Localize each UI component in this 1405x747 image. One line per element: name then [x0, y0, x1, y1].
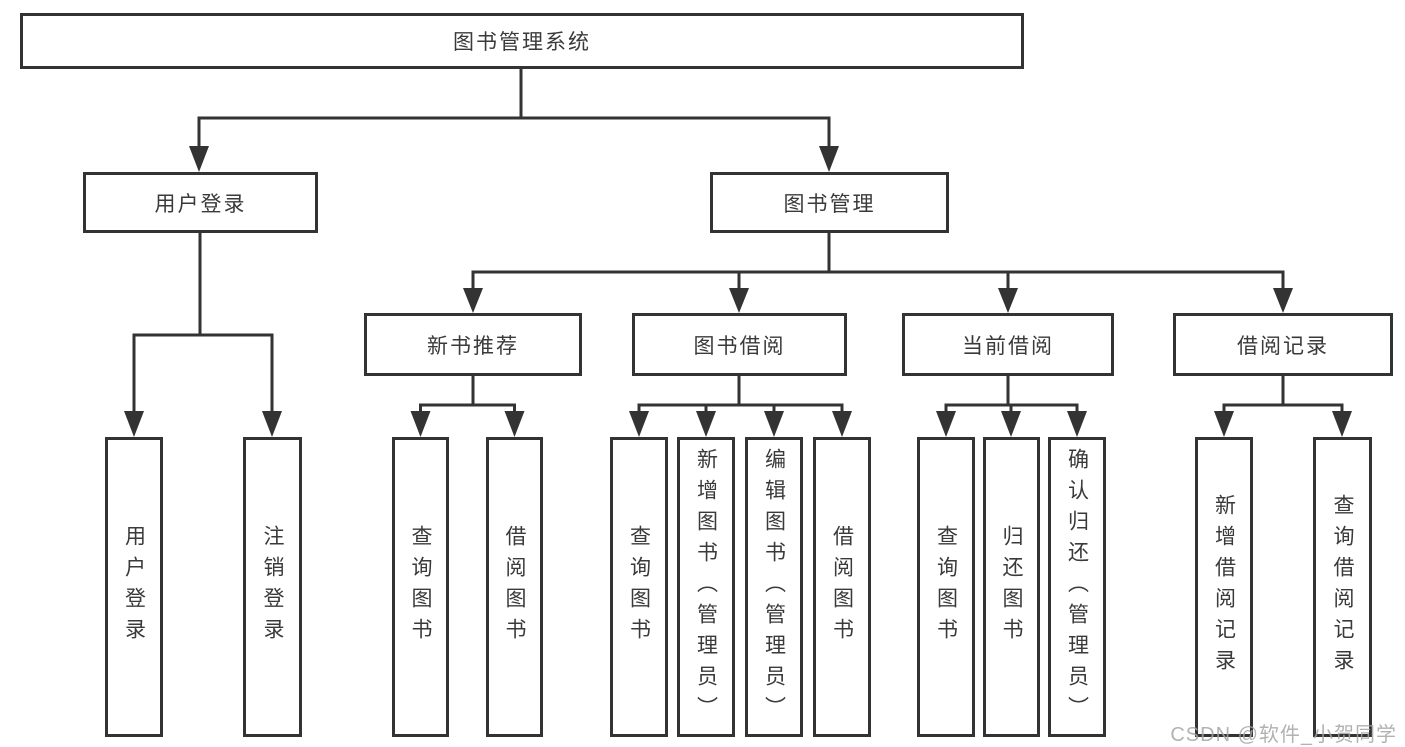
leaf-borrow-add-book-admin-label: 新增图书（管理员） — [694, 447, 718, 727]
node-user-login: 用户登录 — [83, 172, 318, 233]
leaf-records-query-record-label: 查询借阅记录 — [1331, 494, 1354, 680]
leaf-current-confirm-return-admin-label: 确认归还（管理员） — [1065, 447, 1089, 727]
leaf-borrow-edit-book-admin: 编辑图书（管理员） — [745, 437, 803, 737]
leaf-user-login: 用户登录 — [105, 437, 163, 737]
csdn-watermark: CSDN @软件_小贺同学 — [1170, 724, 1397, 746]
leaf-recommend-borrow-book: 借阅图书 — [486, 437, 543, 737]
leaf-records-query-record: 查询借阅记录 — [1313, 437, 1372, 737]
leaf-logout: 注销登录 — [243, 437, 302, 737]
leaf-records-add-record-label: 新增借阅记录 — [1212, 494, 1236, 680]
leaf-borrow-add-book-admin: 新增图书（管理员） — [677, 437, 735, 737]
node-new-book-recommend-label: 新书推荐 — [427, 334, 519, 358]
leaf-logout-label: 注销登录 — [261, 525, 284, 649]
node-borrow-records: 借阅记录 — [1173, 313, 1393, 376]
leaf-borrow-borrow-book: 借阅图书 — [813, 437, 871, 737]
leaf-records-add-record: 新增借阅记录 — [1195, 437, 1253, 737]
node-book-borrow-label: 图书借阅 — [693, 334, 786, 358]
leaf-current-return-book-label: 归还图书 — [1000, 525, 1023, 649]
leaf-current-return-book: 归还图书 — [983, 437, 1040, 737]
node-current-borrow: 当前借阅 — [902, 313, 1114, 376]
node-book-management-label: 图书管理 — [783, 192, 876, 216]
node-new-book-recommend: 新书推荐 — [364, 313, 582, 376]
node-book-borrow: 图书借阅 — [632, 313, 847, 376]
leaf-current-confirm-return-admin: 确认归还（管理员） — [1048, 437, 1106, 737]
node-user-login-label: 用户登录 — [154, 192, 247, 216]
node-current-borrow-label: 当前借阅 — [962, 334, 1054, 358]
leaf-borrow-query-book-label: 查询图书 — [627, 525, 651, 649]
leaf-current-query-book-label: 查询图书 — [934, 525, 958, 649]
node-root-label: 图书管理系统 — [453, 31, 591, 54]
node-borrow-records-label: 借阅记录 — [1237, 334, 1329, 358]
leaf-borrow-query-book: 查询图书 — [610, 437, 668, 737]
leaf-user-login-label: 用户登录 — [122, 525, 146, 649]
node-book-management: 图书管理 — [710, 172, 949, 233]
leaf-current-query-book: 查询图书 — [917, 437, 975, 737]
leaf-recommend-borrow-book-label: 借阅图书 — [503, 525, 526, 649]
node-root-system: 图书管理系统 — [20, 13, 1024, 69]
leaf-recommend-query-book-label: 查询图书 — [409, 525, 432, 649]
leaf-recommend-query-book: 查询图书 — [392, 437, 449, 737]
leaf-borrow-edit-book-admin-label: 编辑图书（管理员） — [762, 447, 786, 727]
leaf-borrow-borrow-book-label: 借阅图书 — [830, 525, 854, 649]
